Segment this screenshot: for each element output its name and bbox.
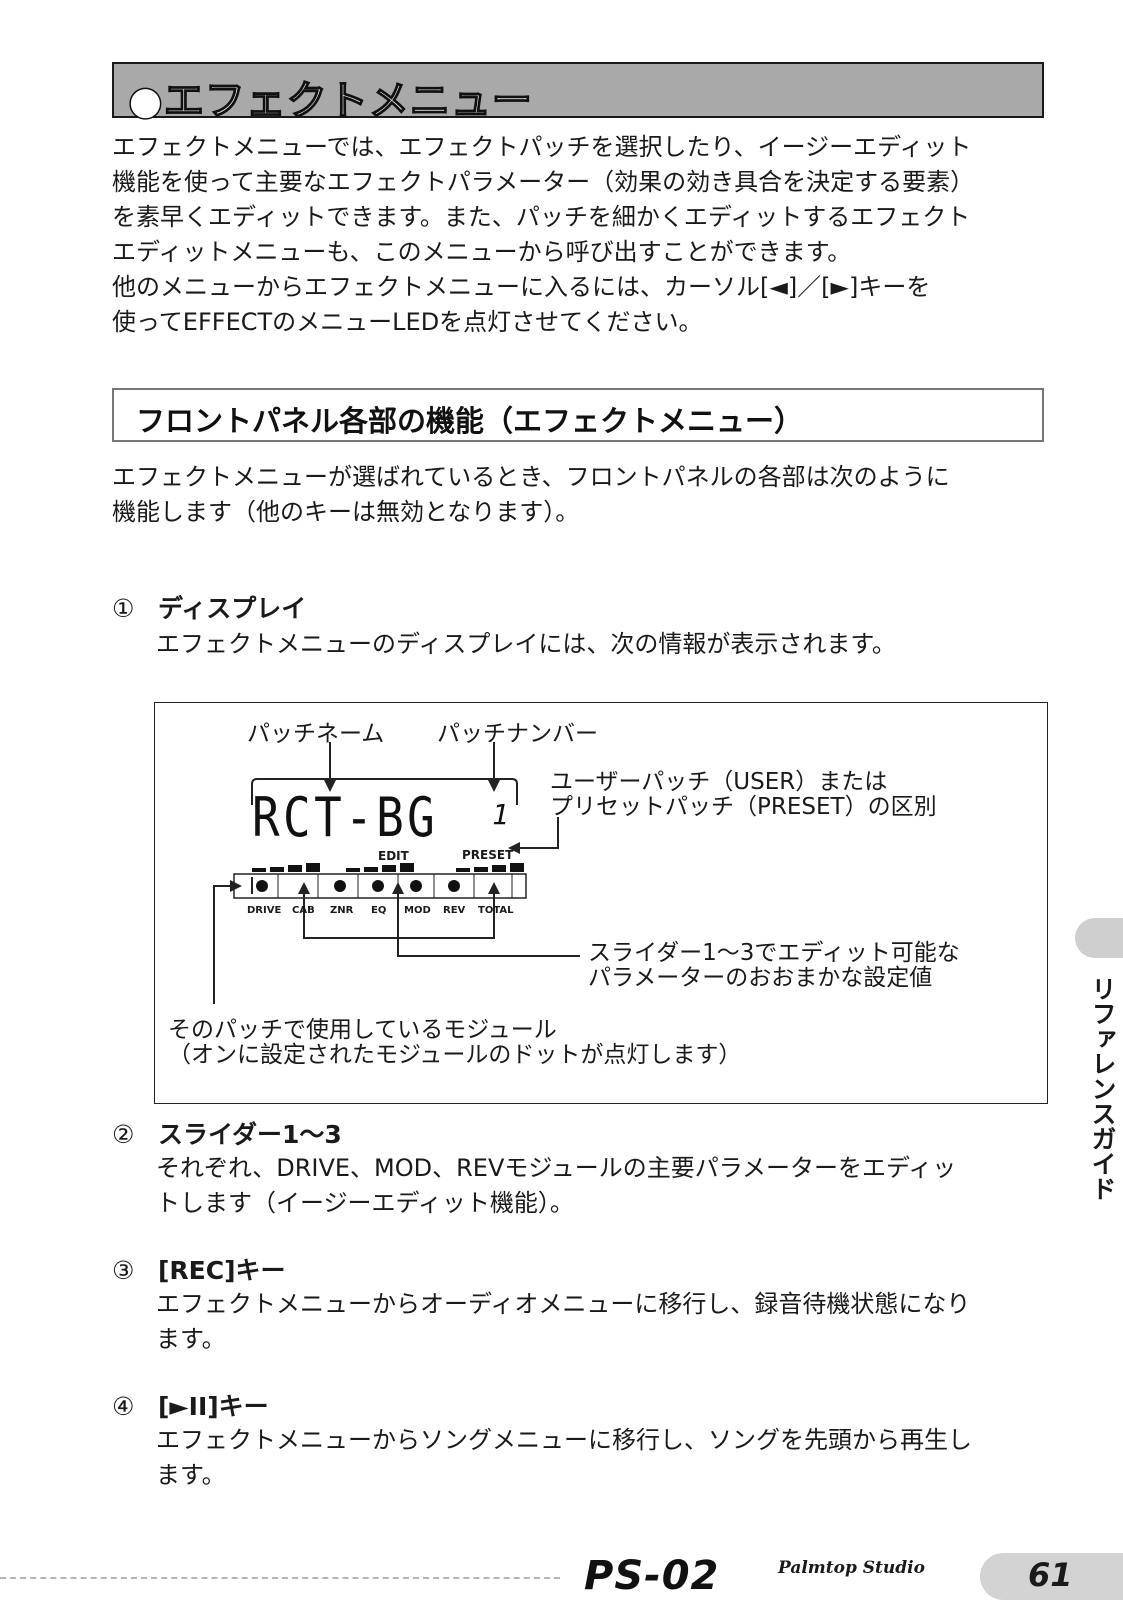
item-title: [►II]キー (158, 1392, 269, 1421)
item-line: エフェクトメニューのディスプレイには、次の情報が表示されます。 (156, 630, 896, 658)
item-1-body: エフェクトメニューのディスプレイには、次の情報が表示されます。 (156, 627, 1046, 662)
item-line: ます。 (156, 1461, 226, 1489)
item-2-heading: ② スライダー1〜3 (112, 1115, 342, 1151)
item-number: ② (112, 1120, 135, 1149)
module-usage-label: そのパッチで使用しているモジュール （オンに設定されたモジュールのドットが点灯し… (168, 1017, 742, 1068)
diagram-drawing (213, 742, 580, 1004)
brand-logo: PS-02 (584, 1553, 720, 1599)
module-label: ZNR (330, 905, 354, 916)
intro-line: エディットメニューも、このメニューから呼び出すことができます。 (112, 238, 852, 266)
item-4-body: エフェクトメニューからソングメニューに移行し、ソングを先頭から再生し ます。 (156, 1423, 1046, 1493)
lcd-patch-name: RCT-BG (252, 786, 439, 849)
item-title: [REC]キー (158, 1256, 286, 1285)
module-dots (256, 880, 460, 892)
item-4-heading: ④ [►II]キー (112, 1387, 269, 1423)
patch-name-label: パッチネーム (247, 721, 385, 747)
item-title: スライダー1〜3 (158, 1120, 342, 1149)
subsection-banner: フロントパネル各部の機能（エフェクトメニュー） (112, 388, 1044, 442)
item-line: ます。 (156, 1325, 226, 1353)
subsection-line: エフェクトメニューが選ばれているとき、フロントパネルの各部は次のように (112, 463, 950, 491)
item-number: ③ (112, 1256, 135, 1285)
lcd-frame (251, 778, 518, 805)
intro-line: エフェクトメニューでは、エフェクトパッチを選択したり、イージーエディット (112, 133, 972, 161)
section-banner: ●エフェクトメニュー (112, 62, 1044, 125)
page-number-tab: 61 (980, 1553, 1123, 1600)
item-line: トします（イージーエディット機能）。 (156, 1189, 574, 1217)
module-label: REV (443, 905, 466, 916)
patch-number-label: パッチナンバー (437, 721, 598, 747)
item-number: ① (112, 594, 135, 623)
subsection-paragraph: エフェクトメニューが選ばれているとき、フロントパネルの各部は次のように 機能しま… (112, 460, 1047, 530)
intro-line: を素早くエディットできます。また、パッチを細かくエディットするエフェクト (112, 203, 971, 231)
slider-label: スライダー1〜3でエディット可能な パラメーターのおおまかな設定値 (588, 940, 960, 991)
display-diagram (154, 702, 1048, 1104)
section-title: ●エフェクトメニュー (127, 77, 533, 125)
item-number: ④ (112, 1392, 135, 1421)
module-label: TOTAL (478, 905, 514, 916)
intro-line: 機能を使って主要なエフェクトパラメーター（効果の効き具合を決定する要素） (112, 168, 975, 196)
intro-paragraph: エフェクトメニューでは、エフェクトパッチを選択したり、イージーエディット 機能を… (112, 130, 1047, 340)
side-tab (1075, 918, 1123, 958)
module-label: EQ (371, 905, 387, 916)
module-label: MOD (404, 905, 431, 916)
item-1-heading: ① ディスプレイ (112, 589, 306, 625)
module-label: CAB (292, 905, 315, 916)
user-preset-label: ユーザーパッチ（USER）または プリセットパッチ（PRESET）の区別 (550, 769, 937, 820)
subsection-line: 機能します（他のキーは無効となります）。 (112, 498, 580, 526)
lcd-patch-number: 1 (492, 798, 509, 831)
intro-line: 使ってEFFECTのメニューLEDを点灯させてください。 (112, 308, 703, 336)
item-line: エフェクトメニューからソングメニューに移行し、ソングを先頭から再生し (156, 1426, 972, 1454)
module-label: DRIVE (247, 905, 282, 916)
item-2-body: それぞれ、DRIVE、MOD、REVモジュールの主要パラメーターをエディッ トし… (156, 1151, 1046, 1221)
subsection-title: フロントパネル各部の機能（エフェクトメニュー） (136, 404, 804, 438)
item-line: エフェクトメニューからオーディオメニューに移行し、録音待機状態になり (156, 1290, 971, 1318)
slider-bars (252, 863, 524, 872)
footer-divider (0, 1577, 560, 1579)
lcd-preset-indicator: PRESET (462, 848, 514, 862)
item-3-body: エフェクトメニューからオーディオメニューに移行し、録音待機状態になり ます。 (156, 1287, 1046, 1357)
item-3-heading: ③ [REC]キー (112, 1251, 286, 1287)
side-tab-label: リファレンスガイド (1088, 976, 1117, 1201)
intro-line: 他のメニューからエフェクトメニューに入るには、カーソル[◄]／[►]キーを (112, 273, 931, 301)
lcd-edit-indicator: EDIT (378, 849, 409, 863)
brand-subtitle: Palmtop Studio (778, 1558, 925, 1578)
item-title: ディスプレイ (158, 594, 307, 623)
page-number: 61 (1028, 1556, 1073, 1594)
item-line: それぞれ、DRIVE、MOD、REVモジュールの主要パラメーターをエディッ (156, 1154, 957, 1182)
